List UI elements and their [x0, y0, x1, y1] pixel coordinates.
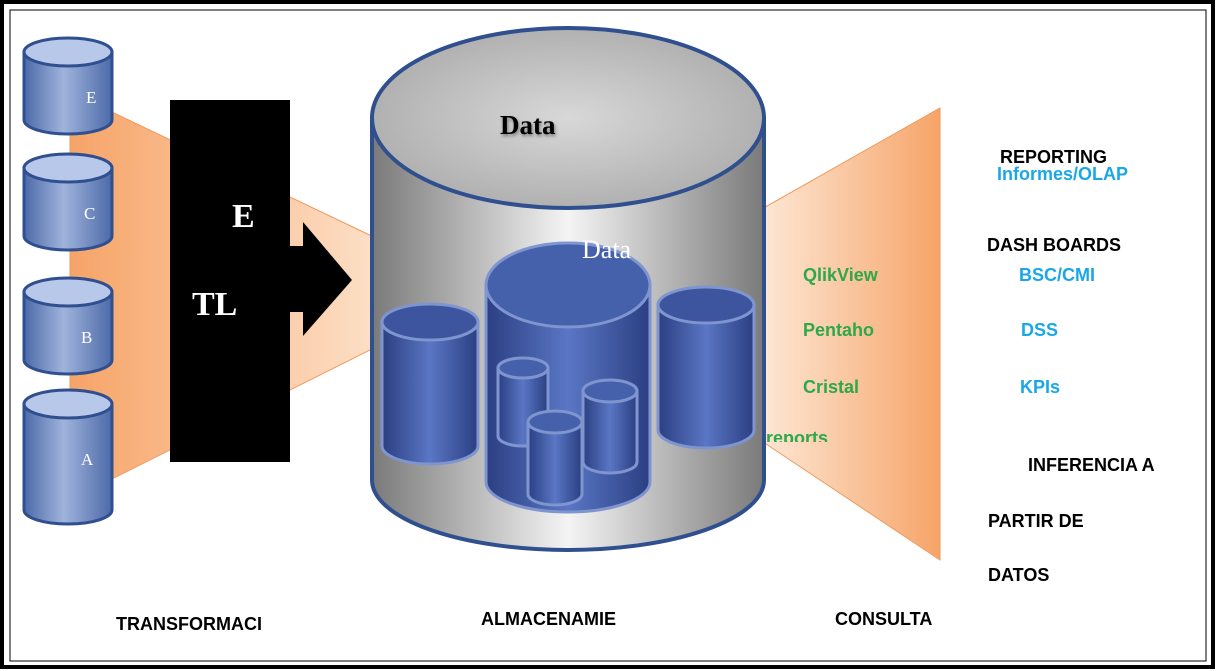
consult-bsc: BSC/CMI: [1019, 265, 1095, 285]
source-label-c: C: [84, 204, 96, 223]
consult-inferencia-2: PARTIR DE: [988, 511, 1084, 531]
consult-inferencia-1: INFERENCIA A: [1028, 455, 1155, 475]
consult-dss: DSS: [1021, 320, 1059, 340]
stage-almacenamiento: ALMACENAMIE: [481, 609, 616, 629]
consult-reporting: REPORTING: [1000, 147, 1108, 167]
stage-consulta: CONSULTA: [835, 609, 933, 629]
etl-label-e: E: [232, 198, 255, 235]
etl-label-tl: TL: [192, 286, 238, 323]
source-cylinder-e: [22, 36, 114, 136]
source-label-a: A: [81, 450, 94, 469]
inner-border: [9, 9, 1207, 662]
inner-cylinder-left: [380, 302, 480, 466]
source-cylinder-b: [22, 276, 114, 376]
warehouse-inner-label: Data: [582, 235, 632, 264]
source-cylinder-c: [22, 152, 114, 252]
inner-cylinder-small-3: [581, 378, 639, 475]
source-label-e: E: [86, 88, 97, 107]
tool-reports: reports: [766, 428, 829, 442]
source-cylinder-a: [22, 388, 114, 526]
tool-qlikview: QlikView: [803, 265, 878, 285]
warehouse-cylinder: [370, 26, 766, 552]
consult-dashboards: DASH BOARDS: [987, 235, 1122, 255]
consult-kpis: KPIs: [1020, 377, 1061, 397]
etl-arrow-icon: [288, 222, 352, 336]
tool-pentaho: Pentaho: [803, 320, 875, 340]
consult-inferencia-3: DATOS: [988, 565, 1050, 581]
inner-cylinder-small-2: [526, 409, 584, 507]
source-label-b: B: [81, 328, 93, 347]
consult-informes: Informes/OLAP: [997, 164, 1129, 184]
warehouse-top-label: Data: [500, 110, 556, 140]
etl-box: [170, 100, 290, 462]
stage-transformacion: TRANSFORMACI: [116, 614, 262, 634]
tool-cristal: Cristal: [803, 377, 860, 397]
inner-cylinder-right: [656, 285, 756, 450]
